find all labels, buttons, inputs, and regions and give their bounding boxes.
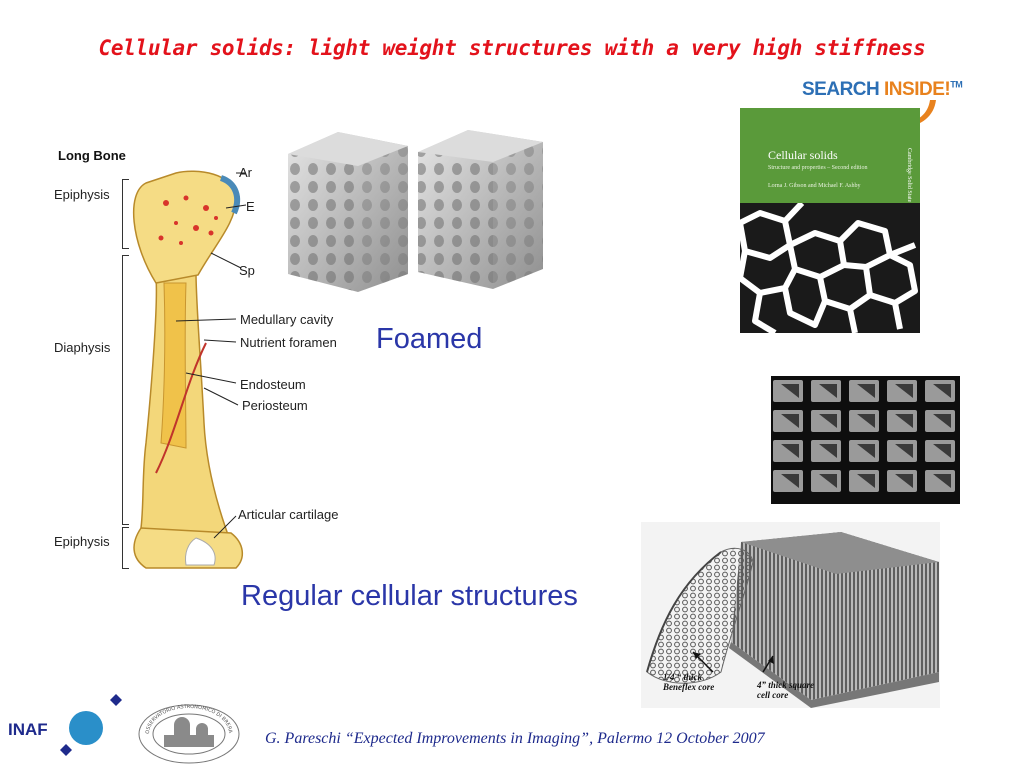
label-epiphyseal: E	[246, 199, 255, 214]
bone-heading: Long Bone	[58, 148, 126, 163]
label-articular-top: Ar	[239, 165, 252, 180]
region-epiphysis-top: Epiphysis	[54, 187, 110, 202]
region-diaphysis: Diaphysis	[54, 340, 111, 355]
inaf-logo-text: INAF	[8, 720, 48, 739]
honeycomb-core-image: 1/4 “ thick Beneflex core 4” thick squar…	[641, 522, 940, 708]
bracket-epiphysis-top	[122, 179, 129, 249]
honeycomb-illustration	[646, 532, 939, 708]
square-core-label-line2: cell core	[757, 690, 789, 700]
square-core-label: 4” thick square cell core	[757, 680, 814, 700]
label-spongy: Sp	[239, 263, 255, 278]
book-subtitle: Structure and properties – Second editio…	[768, 165, 868, 171]
square-core-label-line1: 4” thick square	[757, 680, 815, 690]
label-nutrient-foramen: Nutrient foramen	[240, 335, 337, 350]
book-cover: Cellular solids Structure and properties…	[740, 108, 920, 333]
square-cell-grid-image	[771, 376, 960, 504]
footer-citation: G. Pareschi “Expected Improvements in Im…	[265, 730, 765, 747]
beneflex-label-line1: 1/4 “ thick	[663, 672, 703, 682]
regular-structures-label: Regular cellular structures	[241, 580, 578, 612]
inaf-logo-icon	[60, 694, 122, 756]
foam-cube-left	[288, 132, 408, 292]
search-inside-search: SEARCH	[802, 79, 880, 100]
label-endosteum: Endosteum	[240, 377, 306, 392]
foamed-label: Foamed	[376, 323, 483, 355]
label-medullary-cavity: Medullary cavity	[240, 312, 334, 327]
bone-illustration	[133, 170, 247, 569]
beneflex-label-line2: Beneflex core	[663, 682, 715, 692]
observatory-logo: OSSERVATORIO ASTRONOMICO DI BRERA	[138, 704, 240, 764]
book-cell-pattern	[740, 203, 920, 333]
search-inside-tm: TM	[950, 79, 963, 90]
search-inside-badge: SEARCH INSIDE!TM	[802, 79, 963, 101]
region-epiphysis-bottom: Epiphysis	[54, 534, 110, 549]
label-periosteum: Periosteum	[242, 398, 308, 413]
bracket-epiphysis-bottom	[122, 527, 129, 569]
foam-cubes-image	[288, 130, 543, 292]
label-articular-cartilage: Articular cartilage	[238, 507, 339, 522]
slide-title: Cellular solids: light weight structures…	[98, 36, 926, 60]
book-series: Cambridge Solid State Science Series	[906, 148, 912, 239]
observatory-building-icon	[164, 717, 214, 747]
book-title: Cellular solids	[768, 148, 838, 162]
beneflex-label: 1/4 “ thick Beneflex core	[663, 672, 714, 692]
foam-cube-right	[418, 130, 543, 289]
book-authors: Lorna J. Gibson and Michael F. Ashby	[768, 183, 861, 189]
bracket-diaphysis	[122, 255, 129, 525]
search-inside-inside: INSIDE!	[884, 79, 951, 100]
